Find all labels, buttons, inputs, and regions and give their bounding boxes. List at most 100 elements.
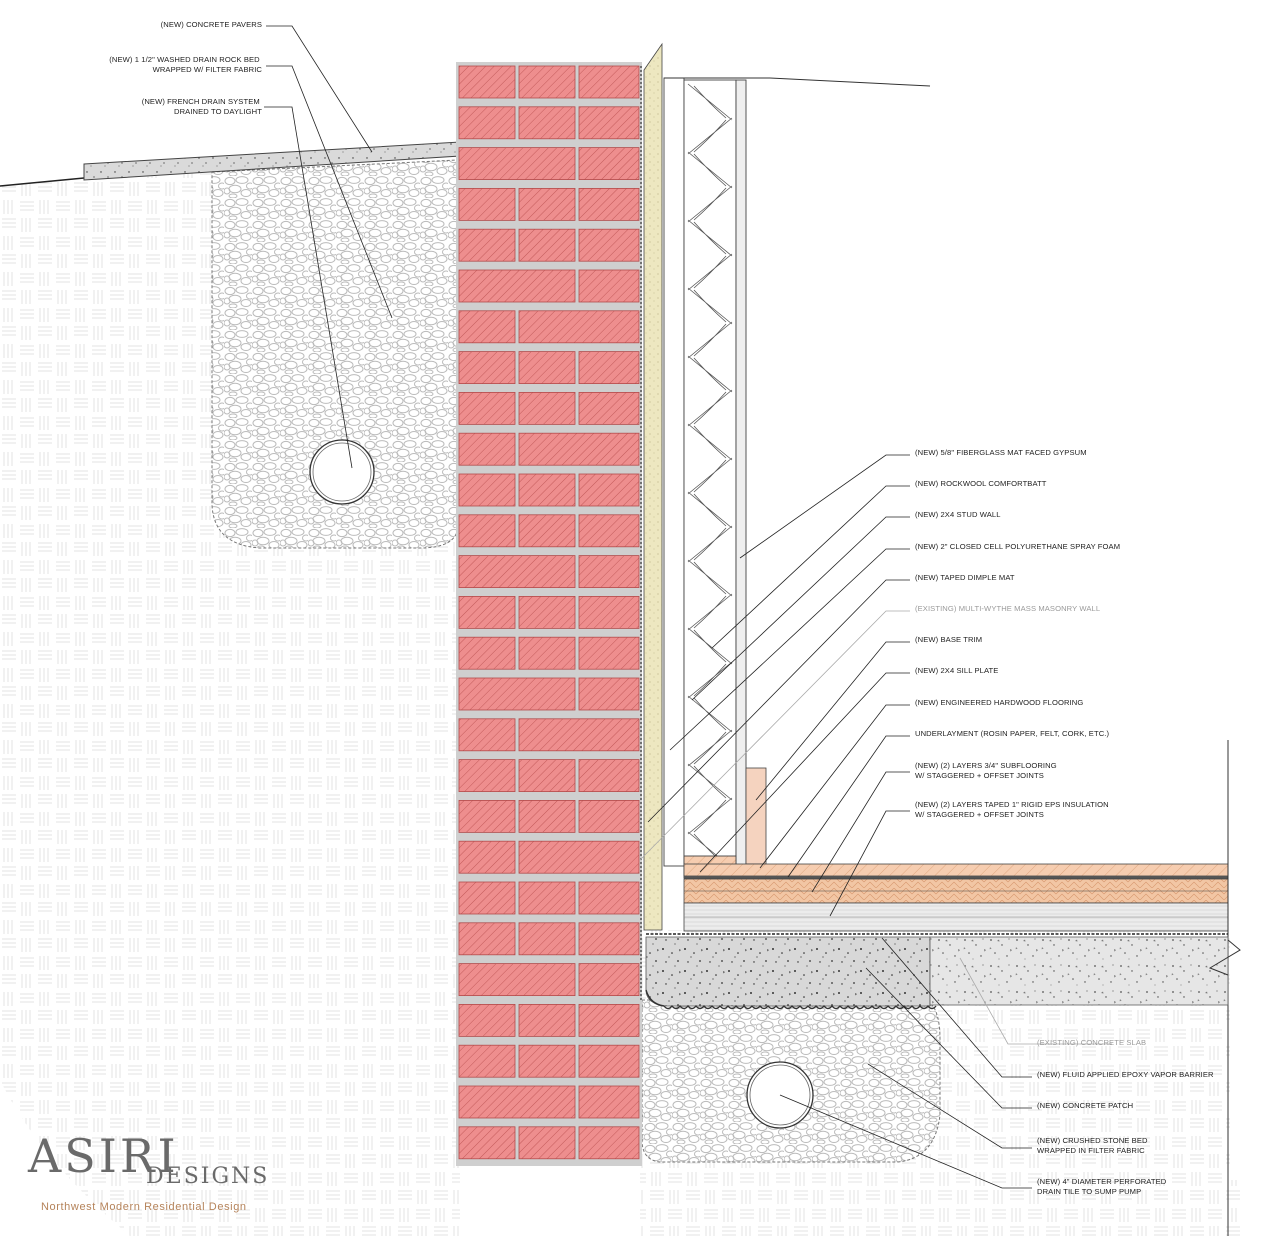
leaders-right: [639, 454, 1112, 1189]
brick: [578, 228, 640, 262]
callout-masonry-wall: (EXISTING) MULTI-WYTHE MASS MASONRY WALL: [915, 604, 1100, 613]
stud-wall: [663, 77, 685, 867]
brick: [578, 636, 640, 670]
brick: [458, 391, 516, 425]
hardwood-flooring: [683, 863, 1229, 877]
callout-concrete-patch: (NEW) CONCRETE PATCH: [1037, 1101, 1133, 1110]
concrete-patch: [645, 936, 931, 1007]
brick: [578, 1126, 640, 1160]
soil-lower-band: [640, 1180, 1240, 1236]
brick: [578, 65, 640, 99]
brick: [458, 963, 576, 996]
callout-french-drain: (NEW) FRENCH DRAIN SYSTEM DRAINED TO DAY…: [142, 97, 263, 116]
slab-break: [1208, 939, 1241, 976]
brand-name-sub: DESIGNS: [146, 1164, 269, 1189]
brick: [578, 1085, 640, 1119]
callout-underlayment: UNDERLAYMENT (ROSIN PAPER, FELT, CORK, E…: [915, 729, 1109, 738]
brick: [518, 840, 640, 874]
callouts-left: (NEW) CONCRETE PAVERS (NEW) 1 1/2" WASHE…: [109, 20, 262, 116]
brick: [578, 596, 640, 629]
brick: [458, 1085, 576, 1119]
brick: [518, 65, 576, 99]
brick: [518, 881, 576, 915]
base-trim: [745, 767, 767, 865]
brick: [578, 269, 640, 303]
brand-name-main: ASIRI: [27, 1129, 179, 1183]
brick: [458, 106, 516, 140]
brick: [518, 310, 640, 344]
brick: [458, 718, 516, 752]
brick: [458, 759, 516, 792]
brick: [458, 596, 516, 629]
callout-crushed-stone: (NEW) CRUSHED STONE BED WRAPPED IN FILTE…: [1037, 1136, 1150, 1155]
brick: [578, 147, 640, 181]
callout-drain-tile: (NEW) 4" DIAMETER PERFORATED DRAIN TILE …: [1037, 1177, 1169, 1196]
brick: [578, 963, 640, 996]
brick: [458, 187, 516, 221]
brick: [518, 1044, 576, 1078]
callout-vapor-barrier: (NEW) FLUID APPLIED EPOXY VAPOR BARRIER: [1037, 1070, 1214, 1079]
drain-rock-bed: [211, 159, 459, 549]
concrete-slab: [929, 936, 1229, 1006]
brick: [518, 351, 576, 385]
callout-fiberglass-gypsum: (NEW) 5/8" FIBERGLASS MAT FACED GYPSUM: [915, 448, 1087, 457]
brick: [578, 881, 640, 915]
brick: [458, 147, 576, 181]
spray-foam: [643, 42, 663, 931]
brick: [518, 187, 576, 221]
brick: [578, 473, 640, 507]
callout-spray-foam: (NEW) 2" CLOSED CELL POLYURETHANE SPRAY …: [915, 542, 1120, 551]
brick: [578, 1004, 640, 1037]
brick: [518, 922, 576, 956]
brick: [578, 759, 640, 792]
brick: [458, 269, 576, 303]
brick: [518, 228, 576, 262]
brick: [458, 514, 516, 548]
brick: [578, 106, 640, 140]
brick: [518, 800, 576, 833]
brick: [578, 555, 640, 588]
callout-base-trim: (NEW) BASE TRIM: [915, 635, 982, 644]
brick: [578, 391, 640, 425]
brick: [458, 800, 516, 833]
callouts-right: (NEW) 5/8" FIBERGLASS MAT FACED GYPSUM (…: [915, 448, 1214, 1196]
brick: [458, 1004, 516, 1037]
brick: [518, 636, 576, 670]
dimple-mat-bottom: [645, 989, 937, 1010]
brick: [458, 922, 516, 956]
brick: [518, 759, 576, 792]
brick: [518, 1004, 576, 1037]
brick: [578, 677, 640, 711]
brick: [578, 187, 640, 221]
french-drain-pipe: [309, 439, 375, 505]
brick: [458, 636, 516, 670]
brick: [458, 840, 516, 874]
brick: [518, 432, 640, 466]
brick: [458, 310, 516, 344]
fiberglass-gypsum: [735, 79, 747, 867]
callout-rockwool: (NEW) ROCKWOOL COMFORTBATT: [915, 479, 1047, 488]
callout-drain-rock-bed: (NEW) 1 1/2" WASHED DRAIN ROCK BED WRAPP…: [109, 55, 262, 74]
grade-line: [0, 177, 85, 187]
brick: [578, 922, 640, 956]
brand-logo: ASIRI DESIGNS Northwest Modern Residenti…: [27, 1129, 269, 1213]
callout-concrete-pavers: (NEW) CONCRETE PAVERS: [161, 20, 262, 29]
brick: [458, 881, 516, 915]
masonry-bricks: [458, 65, 640, 1160]
callout-dimple-mat: (NEW) TAPED DIMPLE MAT: [915, 573, 1015, 582]
brick: [518, 106, 576, 140]
brick: [518, 718, 640, 752]
brick: [458, 555, 576, 588]
callout-concrete-slab: (EXISTING) CONCRETE SLAB: [1037, 1038, 1146, 1047]
brick: [578, 1044, 640, 1078]
leaders-left: [264, 25, 393, 469]
brick: [518, 514, 576, 548]
brick: [458, 65, 516, 99]
brick: [518, 596, 576, 629]
brick: [578, 351, 640, 385]
underlayment: [684, 876, 1228, 879]
brick: [518, 1126, 576, 1160]
brick: [458, 432, 516, 466]
brick: [458, 677, 576, 711]
